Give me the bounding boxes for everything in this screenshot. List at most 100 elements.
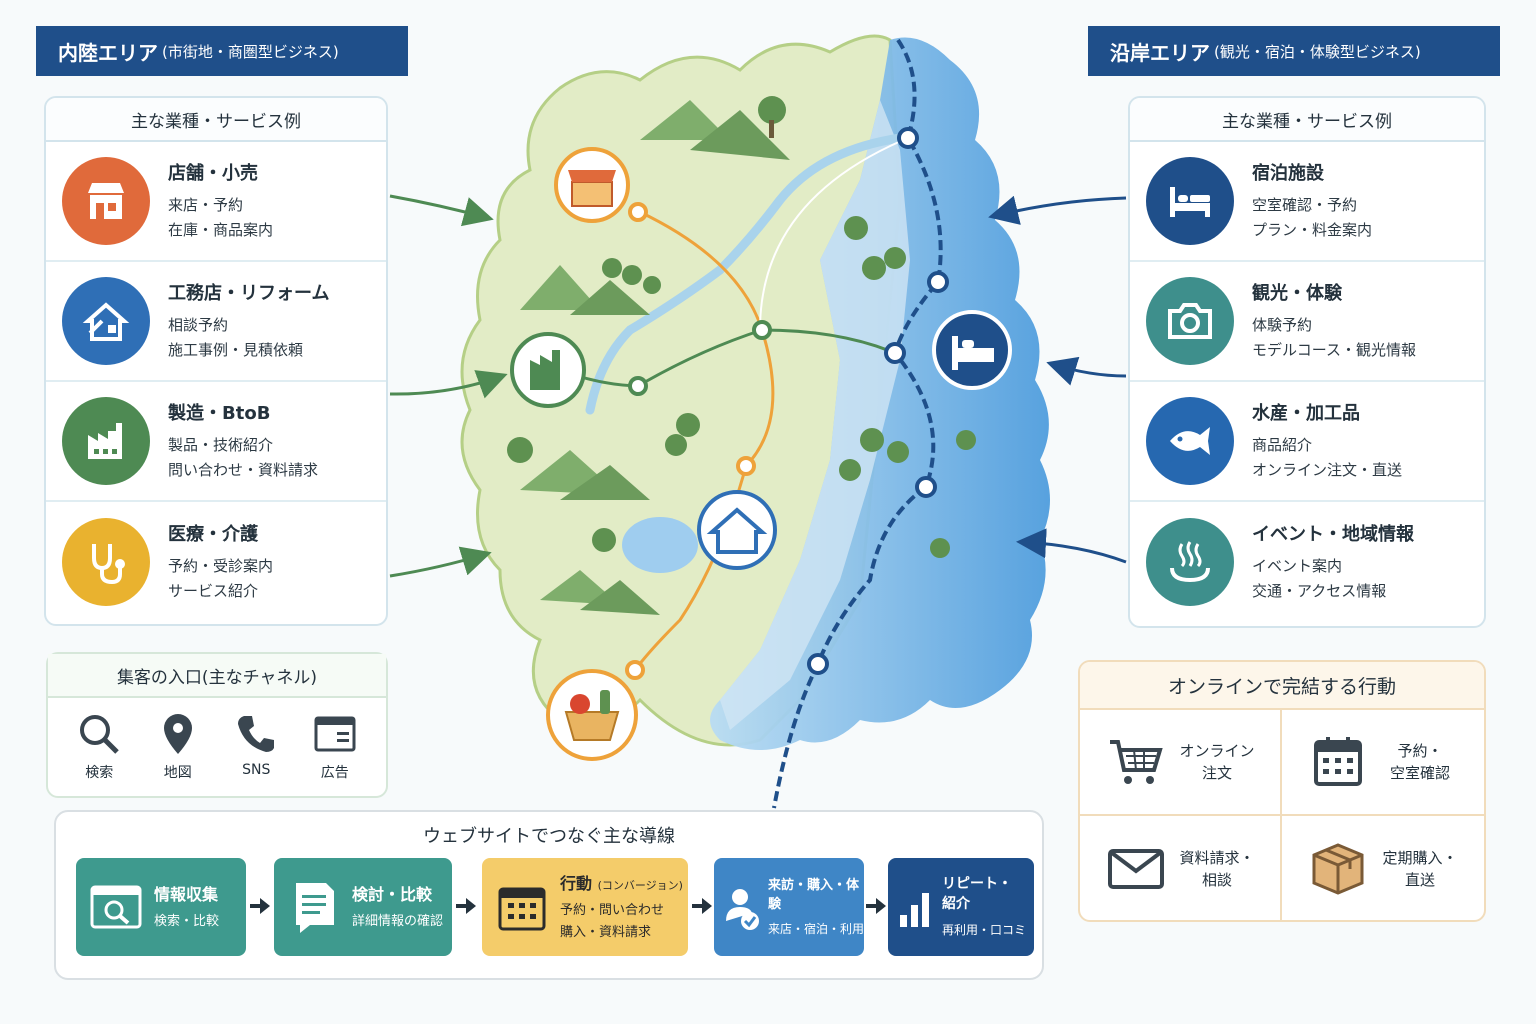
bar-chart-icon <box>900 893 929 927</box>
item-line: サービス紹介 <box>168 582 259 600</box>
fish-icon <box>1146 397 1234 485</box>
step-line: 検索・比較 <box>154 914 220 929</box>
phone-icon <box>238 716 275 752</box>
item-line: 体験予約 <box>1252 316 1313 334</box>
item-title: イベント・地域情報 <box>1252 524 1414 545</box>
hot-spring-icon <box>1146 518 1234 606</box>
user-check-icon <box>726 889 759 930</box>
map-bed-pin <box>932 310 1012 390</box>
item-line: 製品・技術紹介 <box>168 436 274 454</box>
step-title: 行動 <box>560 874 593 893</box>
channel-label: 広告 <box>320 765 349 781</box>
item-line: 来店・予約 <box>168 196 244 214</box>
river <box>585 133 905 415</box>
step-title: 来訪・購入・体験 <box>768 878 860 912</box>
online-label: 資料請求・ 相談 <box>1179 849 1255 889</box>
ad-window-icon <box>314 716 356 752</box>
channel-search[interactable]: 検索 <box>64 710 134 782</box>
inland-item: 製造・BtoB 製品・技術紹介 問い合わせ・資料請求 <box>46 382 386 502</box>
inland-title-sub: (市街地・商圏型ビジネス) <box>162 42 339 61</box>
coastal-item: 水産・加工品 商品紹介 オンライン注文・直送 <box>1130 382 1484 502</box>
search-icon <box>80 715 120 754</box>
camera-icon <box>1146 277 1234 365</box>
online-item[interactable]: 予約・ 空室確認 <box>1282 710 1484 816</box>
coastal-item: 観光・体験 体験予約 モデルコース・観光情報 <box>1130 262 1484 382</box>
inland-card-head: 主な業種・サービス例 <box>46 98 386 142</box>
coastal-title: 沿岸エリア (観光・宿泊・体験型ビジネス) <box>1088 26 1500 76</box>
step-line: 詳細情報の確認 <box>352 914 444 929</box>
box-icon <box>1312 843 1364 895</box>
item-line: モデルコース・観光情報 <box>1252 341 1416 359</box>
online-actions-box: オンラインで完結する行動 オンライン 注文 予約・ 空室確認 資料請求・ 相談 … <box>1078 660 1486 922</box>
browser-search-icon <box>90 885 142 929</box>
step-title: 情報収集 <box>154 885 219 904</box>
inland-card: 主な業種・サービス例 店舗・小売 来店・予約 在庫・商品案内 工務店・リフォーム… <box>44 96 388 626</box>
route-nodes <box>625 127 949 680</box>
arrow-shop <box>389 194 494 227</box>
channel-label: 検索 <box>85 765 114 781</box>
step-title: 検討・比較 <box>352 885 433 904</box>
online-label: 予約・ 空室確認 <box>1389 742 1450 782</box>
channel-sns[interactable]: SNS <box>221 710 291 782</box>
item-line: 問い合わせ・資料請求 <box>168 461 319 479</box>
flow-step-compare: 検討・比較 詳細情報の確認 <box>274 858 452 956</box>
online-label: オンライン 注文 <box>1179 742 1255 782</box>
channel-map[interactable]: 地図 <box>143 710 213 782</box>
online-title: オンラインで完結する行動 <box>1080 662 1484 710</box>
flow-arrow-icon <box>692 898 712 914</box>
step-line: 予約・問い合わせ <box>560 903 665 918</box>
online-label: 定期購入・ 直送 <box>1382 849 1458 889</box>
inland-title-main: 内陸エリア <box>58 40 158 65</box>
coastal-title-sub: (観光・宿泊・体験型ビジネス) <box>1214 42 1421 61</box>
route-inland-green <box>559 328 896 388</box>
item-line: 予約・受診案内 <box>168 557 274 575</box>
channel-label: 地図 <box>163 765 192 781</box>
map-basket-pin <box>546 669 638 761</box>
step-title-note: (コンバージョン) <box>597 879 683 892</box>
map-factory-pin <box>510 332 586 408</box>
item-line: 在庫・商品案内 <box>168 221 274 239</box>
step-line: 購入・資料請求 <box>560 925 652 940</box>
item-title: 水産・加工品 <box>1252 403 1360 424</box>
cart-icon <box>1110 740 1163 784</box>
arrow-factory <box>389 370 508 399</box>
item-line: オンライン注文・直送 <box>1252 461 1403 479</box>
item-title: 医療・介護 <box>168 524 258 545</box>
coastal-card: 主な業種・サービス例 宿泊施設 空室確認・予約 プラン・料金案内 観光・体験 体… <box>1128 96 1486 628</box>
arrow-event <box>1016 528 1127 564</box>
item-line: イベント案内 <box>1252 557 1343 575</box>
item-title: 観光・体験 <box>1252 283 1342 304</box>
item-line: 相談予約 <box>168 316 229 334</box>
step-title-note: 紹介 <box>942 896 970 912</box>
shop-icon <box>62 157 150 245</box>
map-shop-pin <box>554 147 630 223</box>
mail-icon <box>1108 849 1164 889</box>
online-item[interactable]: オンライン 注文 <box>1080 710 1282 816</box>
flow-step-repeat: リピート・ 紹介 再利用・口コミ <box>888 858 1034 956</box>
item-line: 交通・アクセス情報 <box>1252 582 1387 600</box>
flow-arrow-icon <box>250 898 270 914</box>
step-line: 来店・宿泊・利用 <box>768 922 865 936</box>
map-pin-icon <box>163 714 192 754</box>
item-line: プラン・料金案内 <box>1252 221 1373 239</box>
step-title: リピート・ <box>942 876 1012 892</box>
channel-ad[interactable]: 広告 <box>300 710 370 782</box>
item-line: 商品紹介 <box>1252 436 1313 454</box>
online-item[interactable]: 資料請求・ 相談 <box>1080 816 1282 920</box>
item-title: 店舗・小売 <box>168 163 258 184</box>
coastal-item: 宿泊施設 空室確認・予約 プラン・料金案内 <box>1130 142 1484 262</box>
online-item[interactable]: 定期購入・ 直送 <box>1282 816 1484 920</box>
item-line: 施工事例・見積依頼 <box>168 341 304 359</box>
flow-arrow-icon <box>866 898 886 914</box>
coastal-title-main: 沿岸エリア <box>1110 40 1210 65</box>
step-line: 再利用・口コミ <box>942 923 1027 937</box>
item-title: 工務店・リフォーム <box>168 283 330 304</box>
lake <box>622 517 698 573</box>
inland-item: 医療・介護 予約・受診案内 サービス紹介 <box>46 502 386 622</box>
coastal-card-head: 主な業種・サービス例 <box>1130 98 1484 142</box>
channel-label: SNS <box>242 762 271 778</box>
flow-arrow-icon <box>456 898 476 914</box>
mountains <box>520 100 790 615</box>
item-title: 製造・BtoB <box>168 403 271 424</box>
